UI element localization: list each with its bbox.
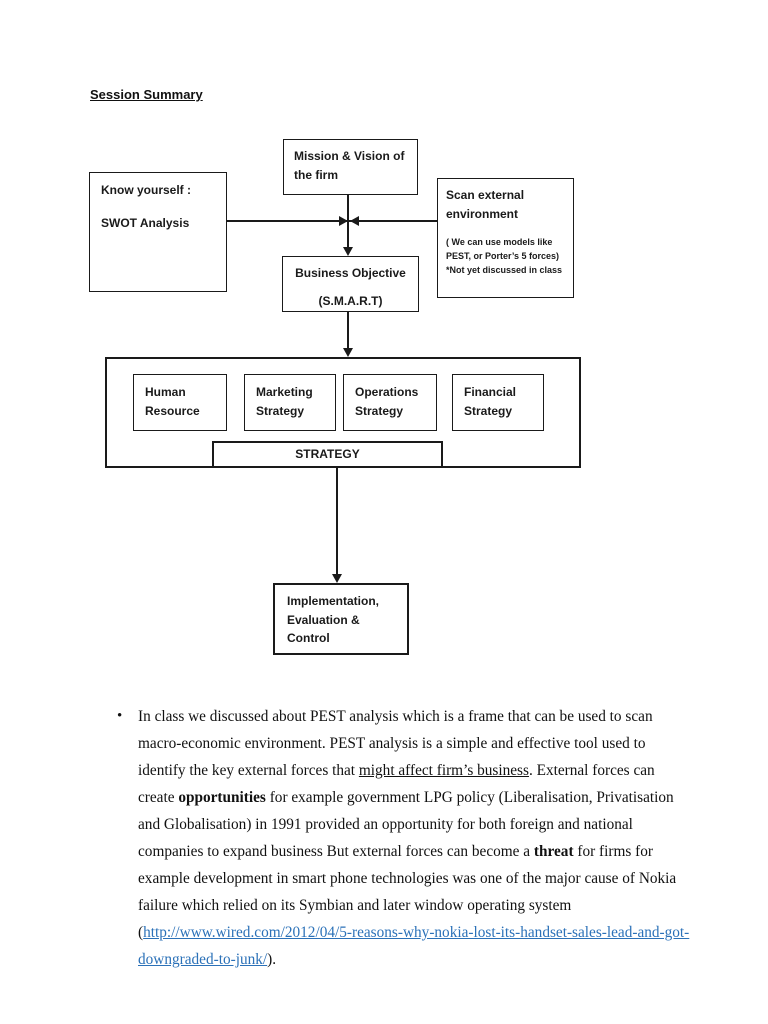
know-yourself-line1: Know yourself : [101, 183, 192, 197]
paragraph-segment-4: for firms for example development in sma… [138, 843, 677, 941]
scan-environment-heading: Scan external environment [446, 188, 525, 221]
know-yourself-line2: SWOT Analysis [101, 215, 190, 230]
scan-note-line3: *Not yet discussed in class [446, 265, 563, 276]
connector-objective-to-strategy [347, 312, 349, 352]
strategy-label-bar: STRATEGY [212, 441, 443, 468]
implementation-line2: Evaluation & [287, 612, 360, 627]
paragraph-segment-1: In class we discussed about PEST analysi… [138, 708, 653, 779]
arrow-into-objective-icon [343, 247, 353, 256]
paragraph-segment-opportunities: opportunities [178, 789, 266, 806]
business-objective-line1: Business Objective [295, 266, 406, 280]
arrow-into-implementation-icon [332, 574, 342, 583]
paragraph-segment-3: for example government LPG policy (Liber… [138, 789, 674, 860]
strategy-box-marketing: Marketing Strategy [244, 374, 336, 431]
connector-mission-to-objective [347, 195, 349, 252]
know-yourself-box: Know yourself : SWOT Analysis [89, 172, 227, 292]
implementation-line3: Control [287, 631, 330, 646]
paragraph-segment-underlined: might affect firm’s business [358, 762, 529, 779]
paragraph-segment-5: ). [267, 951, 277, 968]
pest-analysis-paragraph: • In class we discussed about PEST analy… [115, 703, 695, 973]
arrow-into-strategy-icon [343, 348, 353, 357]
paragraph-segment-2: . External forces can create [138, 762, 655, 806]
page-title: Session Summary [90, 87, 203, 102]
strategy-box-financial: Financial Strategy [452, 374, 544, 431]
business-objective-box: Business Objective (S.M.A.R.T) [282, 256, 419, 312]
connector-strategy-to-implementation [336, 468, 338, 576]
scan-note-line1: ( We can use models like [446, 237, 553, 248]
mission-vision-line2: the firm [294, 167, 339, 182]
connector-horizontal-know-scan [227, 220, 437, 222]
implementation-box: Implementation, Evaluation & Control [273, 583, 409, 655]
paragraph-segment-threat: threat [533, 843, 574, 860]
wired-article-link[interactable]: http://www.wired.com/2012/04/5-reasons-w… [138, 924, 690, 968]
scan-note-line2: PEST, or Porter’s 5 forces) [446, 251, 560, 262]
mission-vision-box: Mission & Vision of the firm [283, 139, 418, 195]
arrow-right-into-center-icon [339, 216, 348, 226]
business-objective-line2: (S.M.A.R.T) [318, 293, 383, 308]
implementation-line1: Implementation, [287, 594, 380, 608]
scan-environment-box: Scan external environment ( We can use m… [437, 178, 574, 298]
paragraph-text: In class we discussed about PEST analysi… [138, 703, 694, 973]
scan-environment-note: ( We can use models like PEST, or Porter… [446, 236, 565, 278]
bullet-marker: • [117, 708, 123, 724]
mission-vision-line1: Mission & Vision of [294, 149, 405, 163]
strategy-box-human-resource: Human Resource [133, 374, 227, 431]
strategy-box-operations: Operations Strategy [343, 374, 437, 431]
arrow-left-into-center-icon [350, 216, 359, 226]
